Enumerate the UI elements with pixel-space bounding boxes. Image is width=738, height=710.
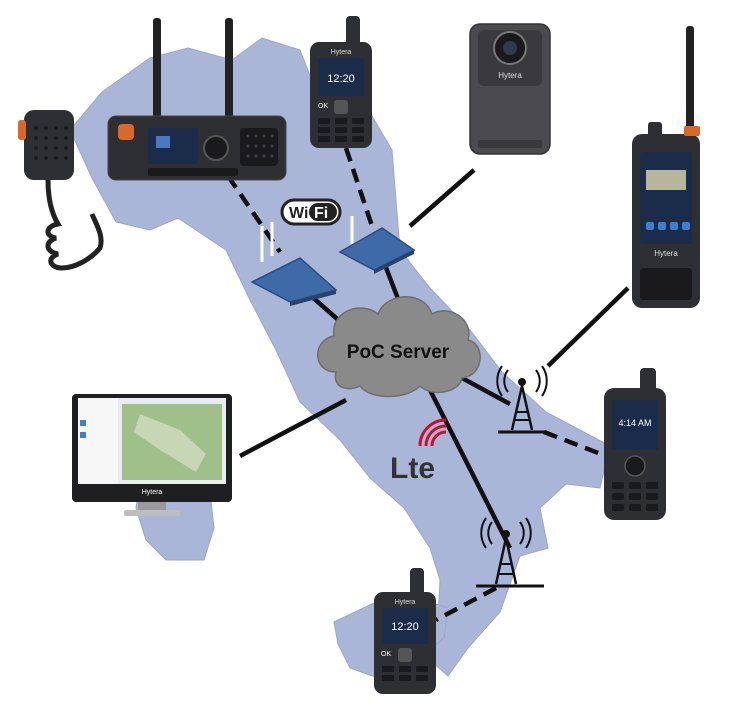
poc-server-label: PoC Server [347, 342, 450, 363]
dispatch-monitor-icon: Hytera [72, 394, 232, 516]
smart-radio-brand: Hytera [654, 249, 678, 258]
handheld-top-brand: Hytera [331, 49, 352, 56]
handheld-poc-radio-icon: Hytera 12:20 OK [374, 568, 436, 694]
wifi-router-icon [338, 216, 416, 274]
wifi-router-left [250, 222, 338, 306]
keypad-radio-icon: 4:14 AM [604, 368, 666, 520]
keypad-radio-time: 4:14 AM [618, 418, 651, 428]
cloud-shape [317, 296, 481, 398]
handheld-top-ok: OK [318, 103, 328, 110]
cell-tower-icon [476, 517, 544, 588]
handheld-bottom-ok: OK [381, 651, 391, 658]
poc-server-cloud: PoC Server [317, 296, 481, 398]
lte-label: Lte [390, 452, 435, 485]
wifi-logo-wi: Wi [289, 205, 308, 222]
wifi-router-right [338, 216, 416, 274]
handheld-poc-radio-bottom: Hytera 12:20 OK [374, 568, 436, 694]
link-handheld-router [343, 147, 375, 227]
link-server-tower-south [425, 384, 513, 550]
handheld-poc-radio-icon: Hytera 12:20 OK [310, 16, 372, 148]
wifi-logo-fi: Fi [314, 205, 328, 222]
body-camera-icon: Hytera [469, 23, 551, 155]
lte-logo: Lte [390, 418, 447, 485]
link-bodycam-router [408, 168, 476, 228]
handheld-bottom-time: 12:20 [391, 621, 419, 633]
link-tower-east-keypad-radio [543, 429, 607, 459]
rugged-smart-radio-icon: Hytera [632, 26, 700, 308]
handheld-top-time: 12:20 [327, 73, 355, 85]
speaker-microphone-icon [18, 110, 104, 271]
body-camera-brand: Hytera [498, 71, 522, 80]
cell-tower-east [496, 365, 548, 434]
handheld-poc-radio-top: Hytera 12:20 OK [310, 16, 372, 148]
wifi-logo: Wi Fi [280, 198, 342, 226]
link-tower-south-handheld [434, 586, 498, 622]
cell-tower-icon [496, 365, 548, 434]
mobile-radio-icon [107, 18, 287, 181]
wifi-router-icon [250, 222, 338, 306]
handheld-bottom-brand: Hytera [395, 599, 416, 606]
cell-tower-south [476, 517, 544, 588]
link-monitor-server [238, 398, 348, 458]
link-server-tower-east [460, 376, 512, 406]
link-smart-radio-server [546, 286, 630, 368]
monitor-brand: Hytera [142, 489, 163, 496]
